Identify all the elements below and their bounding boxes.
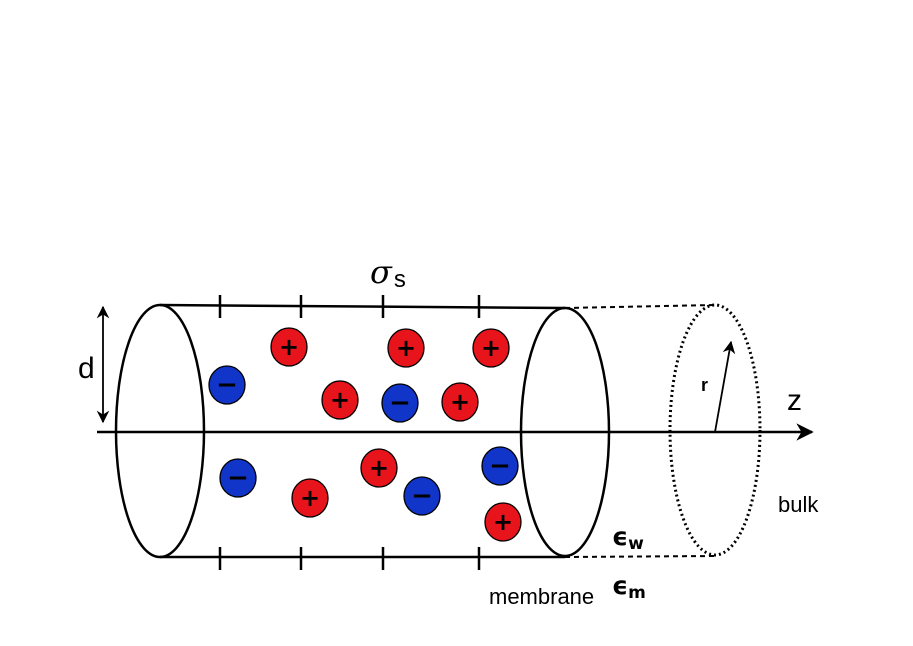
bulk-ellipse [668,303,762,557]
surface-charge-ticks [218,295,481,570]
cation-circle [472,328,510,368]
epsilon-w-label: ϵw [612,522,644,554]
cation-circle [291,478,329,518]
z-label: z [787,384,802,417]
anion-circle [208,365,246,405]
cation-ion-7: + [291,478,329,518]
epsilon-w-subscript: w [628,534,644,554]
cation-circle [387,328,425,368]
cation-circle [484,502,522,542]
sigma-s-label: σs [370,253,406,293]
plus-sign-icon: + [481,334,501,362]
anion-ion-4: − [403,476,441,516]
bulk-label: bulk [778,492,819,517]
ions-group: ++++++++−−−−− [208,327,522,542]
minus-sign-icon: − [489,451,511,481]
cation-circle [321,380,359,420]
r-label: r [701,375,708,395]
minus-sign-icon: − [389,388,411,418]
cylinder-top-edge [159,303,566,310]
sigma-subscript: s [394,266,406,293]
cation-circle [441,382,479,422]
cation-ion-5: + [441,382,479,422]
anion-ion-1: − [208,365,246,405]
bulk-top-dash [564,304,716,309]
epsilon-m-symbol: ϵ [612,571,628,600]
plus-sign-icon: + [330,386,350,414]
cation-circle [270,327,308,367]
minus-sign-icon: − [216,370,238,400]
cation-ion-4: + [321,380,359,420]
plus-sign-icon: + [450,388,470,416]
plus-sign-icon: + [279,333,299,361]
anion-circle [481,446,519,486]
anion-circle [381,383,419,423]
cation-ion-1: + [270,327,308,367]
minus-sign-icon: − [411,481,433,511]
anion-ion-3: − [219,458,257,498]
membrane-label: membrane [489,584,594,609]
epsilon-m-subscript: m [628,583,646,603]
anion-ion-2: − [381,383,419,423]
minus-sign-icon: − [227,463,249,493]
plus-sign-icon: + [300,484,320,512]
plus-sign-icon: + [396,334,416,362]
cation-ion-6: + [360,448,398,488]
plus-sign-icon: + [369,454,389,482]
cation-circle [360,448,398,488]
r-radius-arrow [714,340,736,433]
d-label: d [78,352,95,385]
bulk-bottom-dash [564,555,716,558]
cation-ion-3: + [472,328,510,368]
labels: σs d r z bulk membrane ϵw ϵm [78,253,819,609]
sigma-symbol: σ [370,253,393,291]
anion-circle [219,458,257,498]
plus-sign-icon: + [493,508,513,536]
cation-ion-8: + [484,502,522,542]
anion-ion-5: − [481,446,519,486]
epsilon-m-label: ϵm [612,571,646,603]
epsilon-w-symbol: ϵ [612,522,628,551]
anion-circle [403,476,441,516]
bulk-region [564,303,762,558]
cation-ion-2: + [387,328,425,368]
